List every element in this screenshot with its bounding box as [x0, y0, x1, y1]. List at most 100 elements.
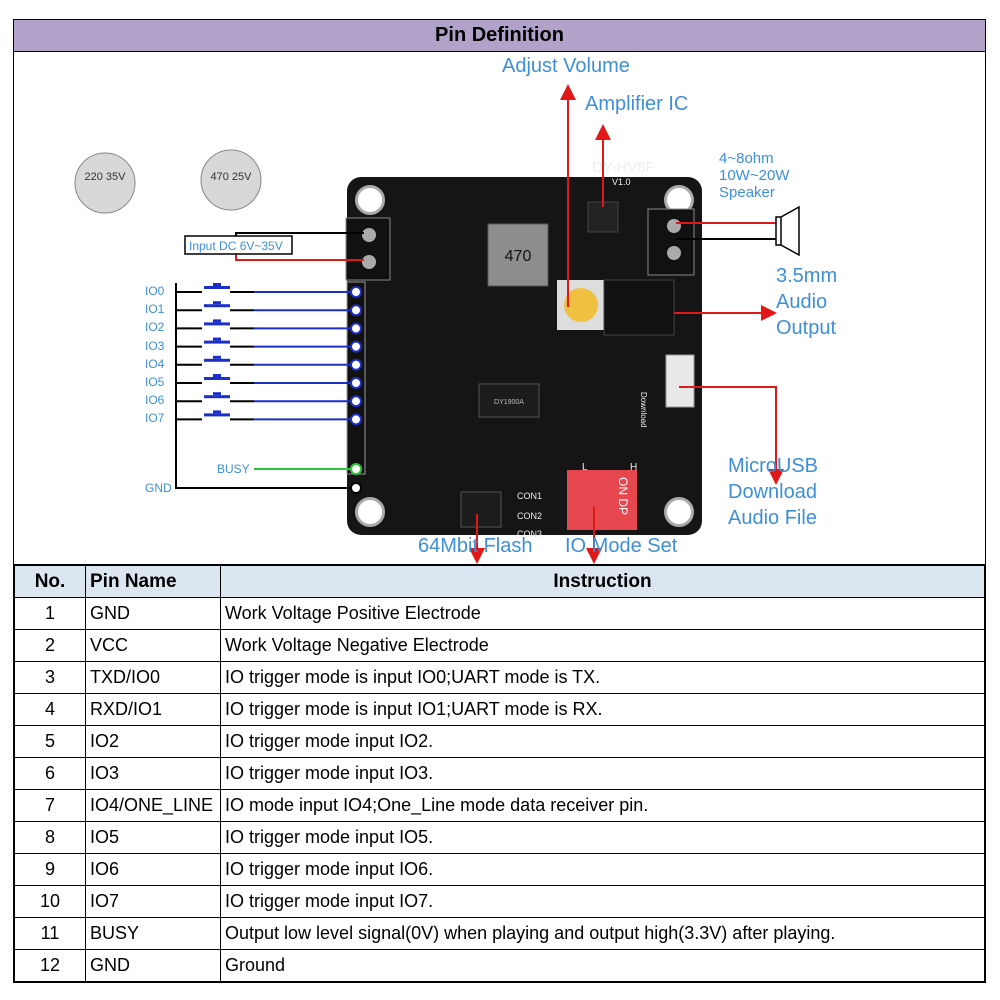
push-button-cap: [213, 301, 221, 305]
push-button-icon: [204, 340, 230, 344]
io-label: IO6: [145, 393, 165, 408]
usb-label-line3: Audio File: [728, 507, 817, 529]
usb-label-line1: MicroUSB: [728, 455, 819, 477]
capacitor-220: [74, 152, 136, 214]
pin-name: GND: [85, 597, 221, 630]
terminal-screw: [362, 228, 376, 242]
speaker-impedance: 4~8ohm: [719, 150, 774, 167]
io-pin: [350, 377, 362, 389]
pin-name: VCC: [85, 629, 221, 662]
io-pin: [350, 413, 362, 426]
io-label: IO4: [145, 356, 165, 371]
pin-name: IO3: [85, 757, 221, 790]
push-button-cap: [213, 337, 221, 341]
flash-chip: [460, 491, 502, 528]
pin-instruction: Output low level signal(0V) when playing…: [220, 917, 985, 950]
download-label: Download: [639, 392, 648, 428]
io-pin: [350, 358, 362, 371]
pin-number: 7: [14, 789, 86, 822]
pin-name: IO2: [85, 725, 221, 758]
header-instruction: Instruction: [220, 565, 985, 598]
board-version: V1.0: [612, 177, 631, 187]
terminal-screw: [667, 246, 681, 260]
pin-number: 11: [14, 917, 86, 950]
pin-name: IO6: [85, 853, 221, 886]
pin-number: 10: [14, 885, 86, 918]
capacitor-220-label: 220 35V: [85, 171, 127, 183]
terminal-screw: [667, 219, 681, 233]
micro-usb-port: [665, 354, 695, 408]
dip-switch[interactable]: [567, 470, 637, 530]
pin-name: RXD/IO1: [85, 693, 221, 726]
pin-number: 4: [14, 693, 86, 726]
push-button-icon: [204, 286, 230, 289]
pin-number: 1: [14, 597, 86, 630]
io-label: IO1: [145, 302, 165, 317]
busy-pin: [350, 463, 362, 475]
push-button-cap: [213, 355, 221, 359]
diagram-overlay: 220 35V 470 25V 470 DY-HV8F V1.0 Downloa…: [74, 84, 800, 564]
gnd-pin: [350, 482, 362, 494]
main-chip: [478, 383, 540, 418]
pin-name: IO7: [85, 885, 221, 918]
inductor-label: 470: [505, 248, 532, 265]
io-mode-label: IO Mode Set: [565, 535, 678, 557]
pin-instruction: IO trigger mode input IO3.: [220, 757, 985, 790]
io-pin: [350, 322, 362, 335]
audio-output-size: 3.5mm: [776, 265, 838, 287]
push-button-icon: [204, 358, 230, 362]
header-pin-name: Pin Name: [85, 565, 221, 598]
header-no: No.: [14, 565, 86, 598]
pin-name: GND: [85, 949, 221, 982]
input-dc-label: Input DC 6V~35V: [189, 239, 283, 253]
input-dc-box: [184, 235, 293, 255]
push-button-cap: [213, 374, 221, 377]
pin-number: 8: [14, 821, 86, 854]
io-pin: [350, 304, 362, 317]
pin-instruction: Work Voltage Positive Electrode: [220, 597, 985, 630]
mount-hole: [355, 185, 385, 215]
push-button-icon: [204, 322, 230, 326]
push-button-icon: [204, 413, 230, 417]
io-label: IO7: [145, 411, 165, 426]
push-button-cap: [213, 392, 221, 396]
pin-instruction: IO mode input IO4;One_Line mode data rec…: [220, 789, 985, 822]
pin-instruction: IO trigger mode input IO5.: [220, 821, 985, 854]
dc-negative-wire: [235, 232, 364, 236]
usb-label: MicroUSB Download Audio File: [728, 453, 818, 531]
board-diagram: 220 35V 470 25V 470 DY-HV8F V1.0 Downloa…: [14, 52, 985, 565]
pin-instruction: IO trigger mode is input IO0;UART mode i…: [220, 661, 985, 694]
usb-arrow: [679, 386, 784, 485]
con3-label: CON3: [517, 529, 542, 539]
speaker-icon: [775, 205, 800, 257]
dip-label: ON DP: [616, 477, 630, 515]
pin-instruction: IO trigger mode is input IO1;UART mode i…: [220, 693, 985, 726]
pin-instruction: IO trigger mode input IO6.: [220, 853, 985, 886]
terminal-screw: [362, 255, 376, 269]
capacitor-470: [200, 149, 262, 211]
con2-label: CON2: [517, 511, 542, 521]
push-button-cap: [213, 319, 221, 323]
pin-number: 9: [14, 853, 86, 886]
dc-positive-wire: [235, 254, 364, 261]
io-wires: [176, 283, 362, 426]
pin-instruction: Ground: [220, 949, 985, 982]
power-terminal: [345, 217, 391, 281]
push-button-cap: [213, 410, 221, 414]
adjust-volume-label: Adjust Volume: [502, 55, 630, 77]
speaker-text: Speaker: [719, 184, 775, 201]
board-name: DY-HV8F: [592, 159, 655, 176]
pin-instruction: Work Voltage Negative Electrode: [220, 629, 985, 662]
push-button-icon: [204, 395, 230, 399]
io-pin: [350, 395, 362, 408]
con1-label: CON1: [517, 491, 542, 501]
speaker-power: 10W~20W: [719, 167, 790, 184]
pin-number: 2: [14, 629, 86, 662]
